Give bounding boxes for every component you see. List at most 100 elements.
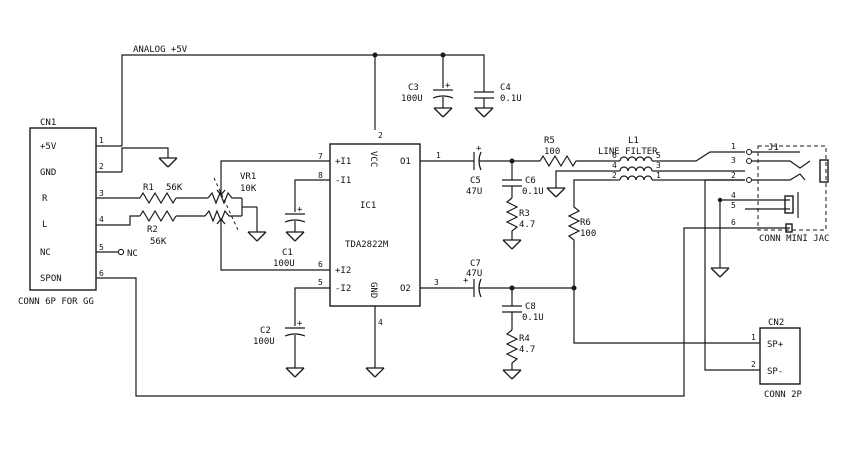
j1-pin-4: 4 bbox=[731, 191, 736, 200]
c6-ref: C6 bbox=[525, 176, 536, 186]
ic1-pin-name-in1p: +I1 bbox=[335, 157, 351, 167]
r5-value: 100 bbox=[544, 147, 560, 157]
ic1-pin-num-6: 6 bbox=[318, 260, 323, 269]
j1-body bbox=[757, 145, 827, 231]
l1-pin-3: 3 bbox=[656, 161, 661, 170]
c6-value: 0.1U bbox=[522, 187, 544, 197]
ic1-pin-num-7: 7 bbox=[318, 152, 323, 161]
cn1-pin-num-4: 4 bbox=[99, 215, 104, 224]
c5-ref: C5 bbox=[470, 176, 481, 186]
l1-value: LINE FILTER bbox=[598, 147, 658, 157]
c4-capacitor: C4 0.1U bbox=[474, 83, 522, 118]
cn1-ref: CN1 bbox=[40, 118, 56, 128]
cn1-pin-num-6: 6 bbox=[99, 269, 104, 278]
cn1-pin-num-3: 3 bbox=[99, 189, 104, 198]
cn1-caption: CONN 6P FOR GG bbox=[18, 297, 94, 307]
ic1-pin-num-1: 1 bbox=[436, 151, 441, 160]
cn2-connector: CN2 CONN 2P SP+ SP- 1 2 bbox=[751, 318, 803, 400]
analog-5v-rail: ANALOG +5V bbox=[121, 45, 485, 146]
ic1-pin-num-4: 4 bbox=[378, 318, 383, 327]
cn1-pin-name-1: +5V bbox=[40, 142, 57, 152]
r6-ref: R6 bbox=[580, 218, 591, 228]
svg-text:+: + bbox=[445, 81, 451, 91]
j1-pin-2: 2 bbox=[731, 171, 736, 180]
c8-value: 0.1U bbox=[522, 313, 544, 323]
j1-pin-5: 5 bbox=[731, 201, 736, 210]
r6-value: 100 bbox=[580, 229, 596, 239]
c1-value: 100U bbox=[273, 259, 295, 269]
cn1-pin-num-1: 1 bbox=[99, 136, 104, 145]
r2-ref: R2 bbox=[147, 225, 158, 235]
ic1-part: TDA2822M bbox=[345, 240, 389, 250]
svg-text:+: + bbox=[297, 205, 303, 215]
cn1-pin-name-6: SPON bbox=[40, 274, 62, 284]
ic1-amplifier: IC1 TDA2822M +I1 -I1 +I2 -I2 O1 O2 VCC G… bbox=[318, 131, 441, 378]
r5-ref: R5 bbox=[544, 136, 555, 146]
l1-pin-4: 4 bbox=[612, 161, 617, 170]
j1-mini-jack: J1 CONN MINI JAC 1 3 2 4 5 6 bbox=[122, 142, 829, 397]
ic1-pin-num-3: 3 bbox=[434, 278, 439, 287]
c4-value: 0.1U bbox=[500, 94, 522, 104]
c4-ref: C4 bbox=[500, 83, 511, 93]
r4-value: 4.7 bbox=[519, 345, 535, 355]
cn2-caption: CONN 2P bbox=[764, 390, 803, 400]
r3-ref: R3 bbox=[519, 209, 530, 219]
cn1-gnd-connection bbox=[121, 147, 178, 172]
r4-ref: R4 bbox=[519, 334, 530, 344]
j1-pin-6: 6 bbox=[731, 218, 736, 227]
output-channel-2: + C7 47U C8 0.1U R4 4.7 R6 100 bbox=[420, 179, 760, 380]
r2-resistor: R2 56K bbox=[122, 209, 205, 247]
ic1-pin-num-2: 2 bbox=[378, 131, 383, 140]
cn1-body bbox=[29, 127, 97, 291]
l1-pin-2: 2 bbox=[612, 171, 617, 180]
nc-label: NC bbox=[127, 249, 138, 259]
ic1-pin-name-in2p: +I2 bbox=[335, 266, 351, 276]
l1-pin-5: 5 bbox=[656, 151, 661, 160]
c7-ref: C7 bbox=[470, 259, 481, 269]
r1-value: 56K bbox=[166, 183, 183, 193]
c2-capacitor: + C2 100U bbox=[253, 287, 330, 378]
c2-value: 100U bbox=[253, 337, 275, 347]
svg-text:+: + bbox=[476, 144, 482, 154]
c3-value: 100U bbox=[401, 94, 423, 104]
nc-terminal: NC bbox=[117, 248, 138, 259]
ic1-pin-num-8: 8 bbox=[318, 171, 323, 180]
l1-pin-6: 6 bbox=[612, 151, 617, 160]
cn1-connector: CN1 CONN 6P FOR GG +5V GND R L NC SPON 1… bbox=[18, 118, 104, 307]
c7-value: 47U bbox=[466, 269, 482, 279]
ic1-ref: IC1 bbox=[360, 201, 376, 211]
output-channel-1: + C5 47U C6 0.1U R3 4.7 R5 100 bbox=[420, 136, 612, 250]
cn1-pin-name-5: NC bbox=[40, 248, 51, 258]
vr1-ref: VR1 bbox=[240, 172, 256, 182]
ic1-pin-name-out1: O1 bbox=[400, 157, 411, 167]
cn2-ref: CN2 bbox=[768, 318, 784, 328]
c3-ref: C3 bbox=[408, 83, 419, 93]
j1-pin-3: 3 bbox=[731, 156, 736, 165]
ic1-pin-num-5: 5 bbox=[318, 278, 323, 287]
cn1-pin-leads bbox=[96, 145, 122, 279]
ic1-pin-name-out2: O2 bbox=[400, 284, 411, 294]
j1-ref: J1 bbox=[768, 143, 779, 153]
r1-resistor: R1 56K bbox=[122, 183, 208, 205]
c2-ref: C2 bbox=[260, 326, 271, 336]
cn1-pin-name-2: GND bbox=[40, 168, 56, 178]
cn1-pin-num-2: 2 bbox=[99, 162, 104, 171]
l1-pin-1: 1 bbox=[656, 171, 661, 180]
cn1-pin-name-3: R bbox=[42, 194, 48, 204]
r1-ref: R1 bbox=[143, 183, 154, 193]
cn1-pin-num-5: 5 bbox=[99, 243, 104, 252]
r3-value: 4.7 bbox=[519, 220, 535, 230]
cn2-pin-name-1: SP+ bbox=[767, 340, 784, 350]
vr1-potentiometer: VR1 10K bbox=[204, 160, 330, 271]
analog-5v-label: ANALOG +5V bbox=[133, 45, 188, 55]
r2-value: 56K bbox=[150, 237, 167, 247]
vr1-value: 10K bbox=[240, 184, 257, 194]
c8-ref: C8 bbox=[525, 302, 536, 312]
j1-pin-1: 1 bbox=[731, 142, 736, 151]
l1-ref: L1 bbox=[628, 136, 639, 146]
c1-ref: C1 bbox=[282, 248, 293, 258]
j1-caption: CONN MINI JAC bbox=[759, 234, 829, 244]
ic1-pin-name-in1m: -I1 bbox=[335, 176, 351, 186]
l1-line-filter: L1 LINE FILTER 6 4 2 5 3 1 bbox=[546, 136, 745, 198]
